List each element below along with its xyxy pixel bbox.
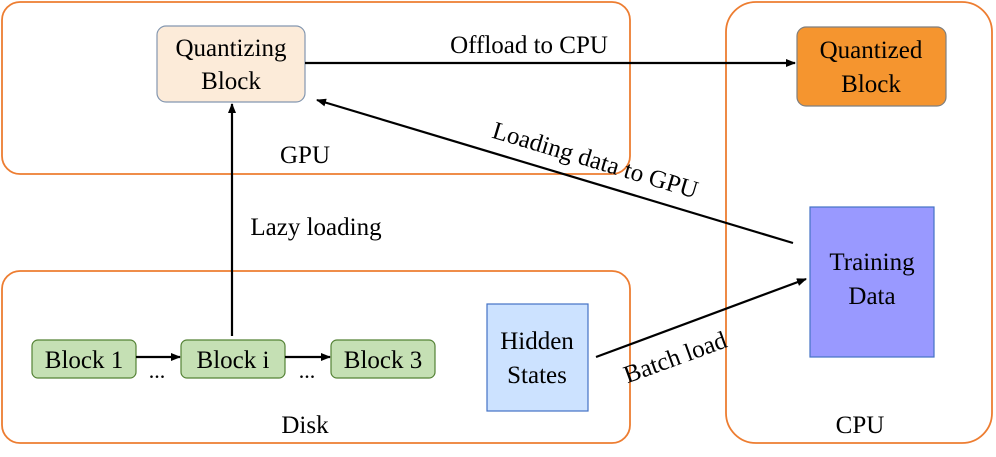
quantized-block-node: [796, 26, 947, 107]
hidden-states-label-line1: Hidden: [500, 328, 574, 355]
ellipsis-2: ...: [299, 358, 316, 383]
block-1-label: Block 1: [45, 347, 123, 374]
hidden-states-label-line2: States: [507, 362, 567, 389]
training-data-label-line2: Data: [848, 283, 895, 310]
batch-load-label: Batch load: [620, 327, 731, 389]
quantizing-block-label-line1: Quantizing: [175, 35, 287, 62]
gpu-region: [1, 1, 631, 175]
training-data-node: [809, 206, 935, 358]
batch-load-arrow: [595, 277, 807, 359]
block-i-label: Block i: [197, 347, 270, 374]
block-3-node: [330, 339, 436, 379]
quantized-block-label-line2: Block: [841, 71, 901, 98]
lazy-loading-label: Lazy loading: [250, 214, 382, 241]
quantized-block-label-line1: Quantized: [820, 37, 923, 64]
cpu-label: CPU: [836, 412, 885, 439]
hidden-states-node: [486, 303, 589, 412]
ellipsis-1: ...: [149, 358, 166, 383]
block-i-node: [180, 339, 286, 379]
quantizing-block-label-line2: Block: [201, 68, 261, 95]
training-data-label-line1: Training: [829, 249, 915, 276]
gpu-label: GPU: [280, 142, 330, 169]
disk-label: Disk: [281, 412, 329, 439]
loading-data-arrow: [316, 98, 794, 245]
disk-region: [1, 270, 631, 444]
offload-label: Offload to CPU: [450, 32, 608, 59]
block-3-label: Block 3: [344, 347, 422, 374]
block-1-node: [31, 339, 137, 379]
